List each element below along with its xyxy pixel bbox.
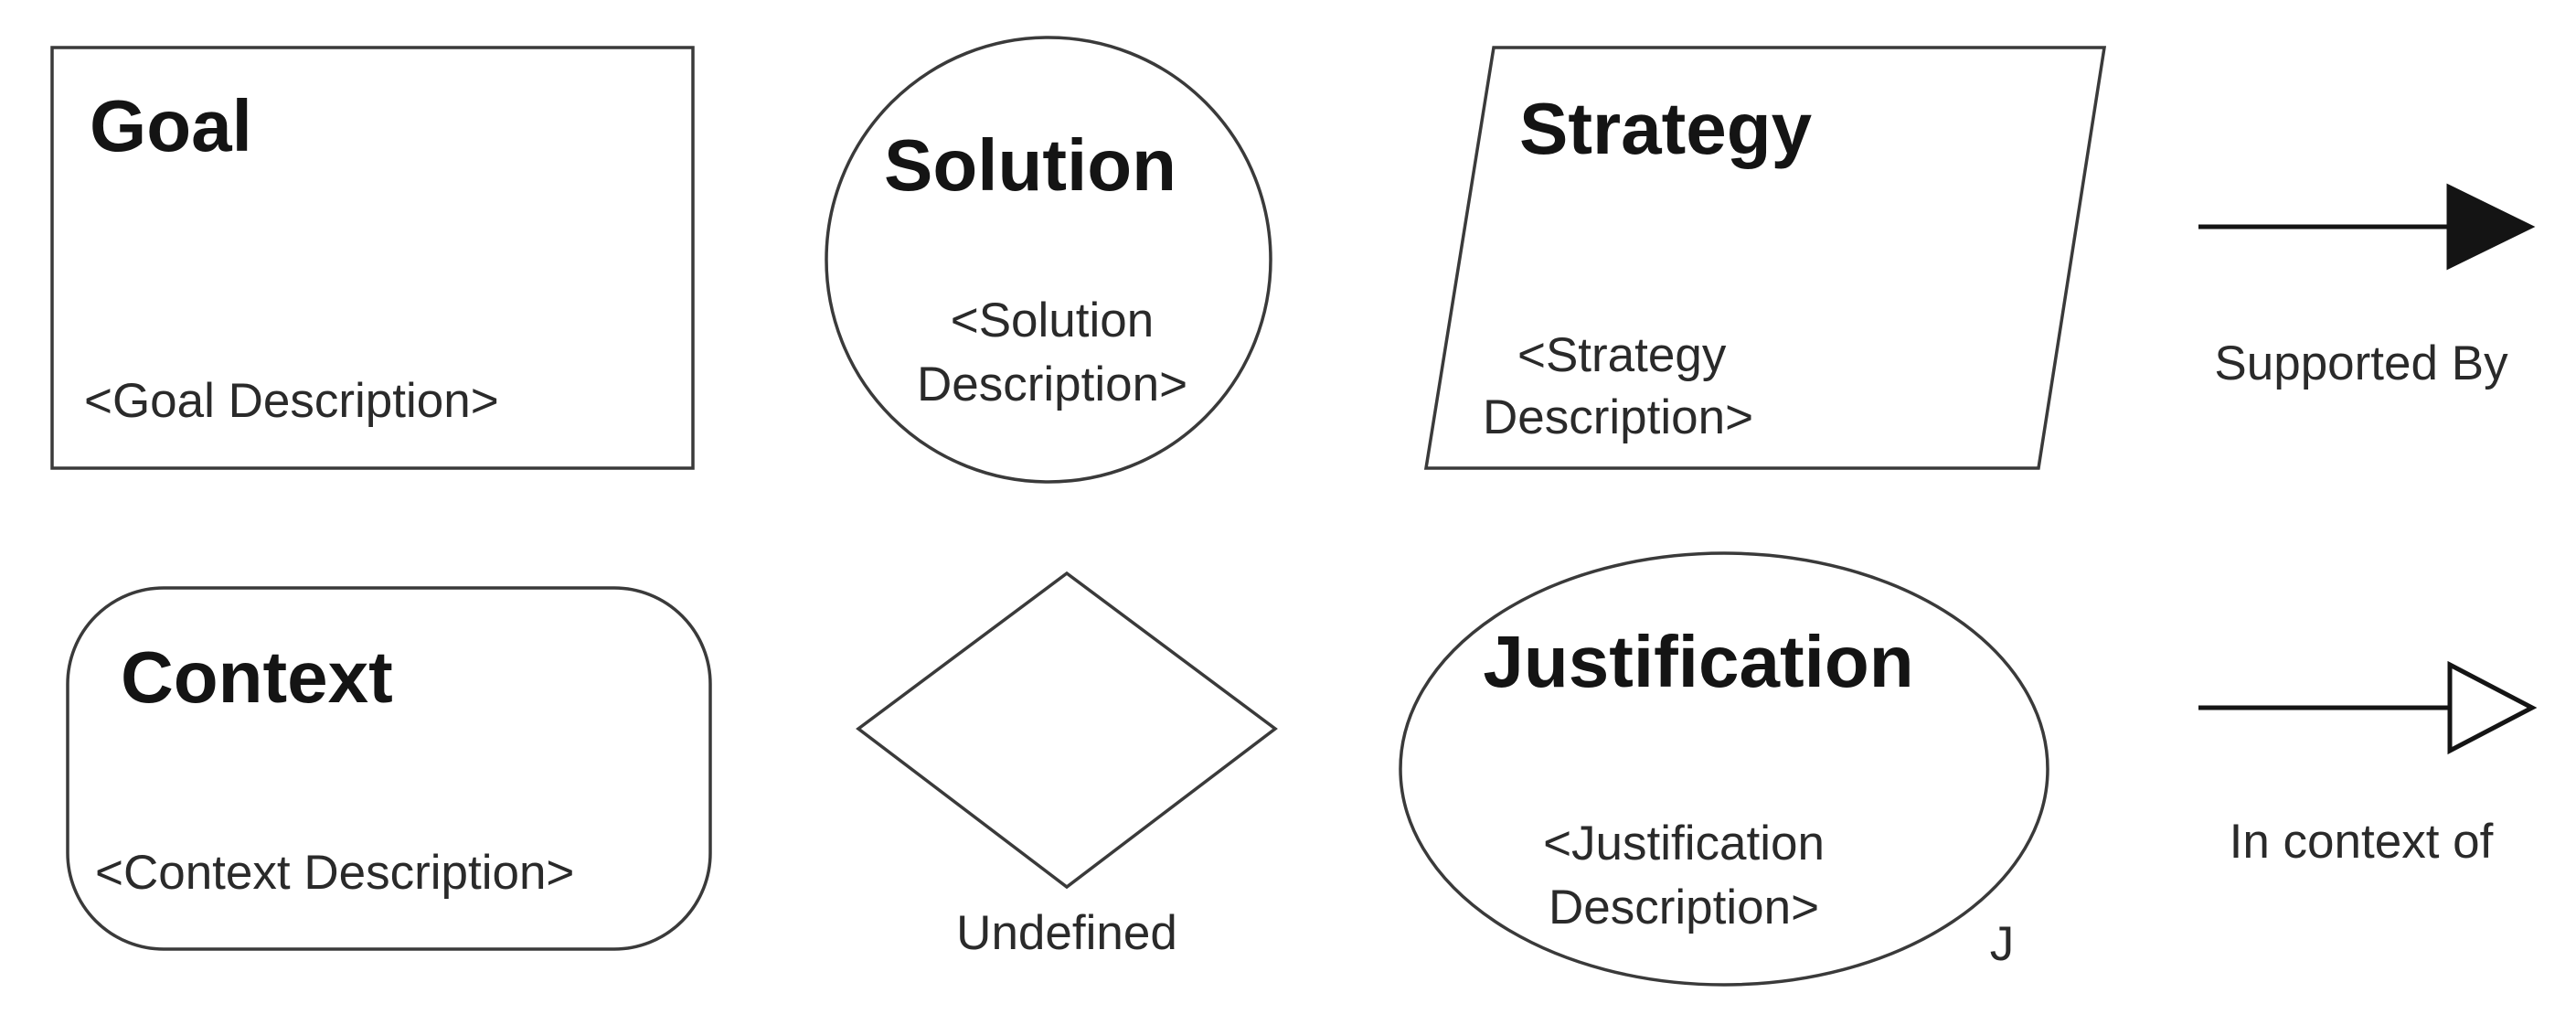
solution-title: Solution <box>884 124 1176 206</box>
goal-node: Goal <Goal Description> <box>50 46 695 470</box>
context-rounded-box <box>66 586 712 951</box>
in-context-of-arrowhead-hollow <box>2447 660 2538 755</box>
goal-title: Goal <box>90 85 252 166</box>
undefined-diamond <box>856 571 1278 890</box>
in-context-of-label: In context of <box>2230 815 2494 869</box>
strategy-parallelogram <box>1423 46 2107 470</box>
strategy-node: Strategy <Strategy Description> <box>1423 46 2107 470</box>
justification-marker: J <box>1990 917 2015 971</box>
context-title: Context <box>121 636 393 718</box>
supported-by-arrowhead-filled <box>2446 183 2536 271</box>
justification-description-line2: Description> <box>1549 881 1819 934</box>
strategy-description-line2: Description> <box>1483 390 1753 444</box>
justification-node: Justification <Justification Description… <box>1399 551 2049 987</box>
solution-circle <box>825 36 1272 484</box>
goal-box <box>50 46 695 470</box>
goal-description: <Goal Description> <box>84 374 499 428</box>
supported-by-label: Supported By <box>2214 336 2508 390</box>
context-description: <Context Description> <box>95 846 574 900</box>
justification-title: Justification <box>1483 621 1913 702</box>
undefined-node: Undefined <box>856 571 1278 960</box>
in-context-of-legend: In context of <box>2198 660 2538 869</box>
context-node: Context <Context Description> <box>66 586 712 951</box>
strategy-title: Strategy <box>1519 88 1813 169</box>
solution-node: Solution <Solution Description> <box>825 36 1272 484</box>
supported-by-legend: Supported By <box>2198 183 2536 390</box>
undefined-label: Undefined <box>956 906 1177 960</box>
justification-ellipse <box>1399 551 2049 987</box>
strategy-description-line1: <Strategy <box>1517 328 1727 382</box>
solution-description-line1: <Solution <box>951 294 1154 347</box>
justification-description-line1: <Justification <box>1543 817 1825 870</box>
solution-description-line2: Description> <box>917 358 1187 411</box>
